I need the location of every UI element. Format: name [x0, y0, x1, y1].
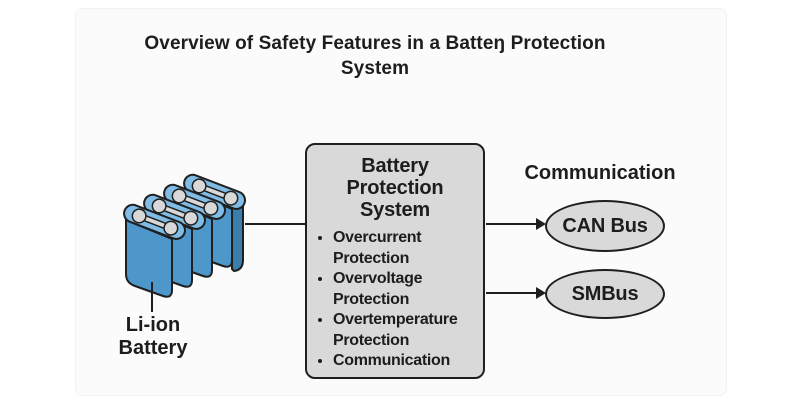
connector-box-to-smbus — [486, 292, 537, 294]
battery-terminal-icon — [183, 210, 199, 226]
battery-cell-end-face — [231, 202, 244, 272]
communication-heading: Communication — [524, 162, 676, 184]
battery-terminal-icon — [203, 200, 219, 216]
battery-cell — [183, 173, 246, 272]
protection-box-title-line2: Protection — [346, 177, 444, 199]
feature-overcurrent: Overcurrent Protection — [333, 228, 479, 269]
battery-terminal-icon — [223, 190, 239, 206]
arrow-head-smbus-icon — [536, 287, 546, 299]
feature-overtemperature: Overtemperature Protection — [333, 310, 479, 351]
battery-cell-side — [125, 219, 173, 298]
page-title-line2: System — [340, 58, 410, 79]
page-title: Overview of Safety Features in a Batteŋ … — [90, 31, 660, 81]
connector-battery-to-box — [245, 223, 306, 225]
battery-terminal-icon — [191, 178, 207, 194]
battery-terminal-icon — [171, 188, 187, 204]
battery-label-line2: Battery — [118, 337, 188, 359]
li-ion-battery-illustration — [123, 173, 246, 312]
can-bus-label: CAN Bus — [562, 214, 648, 237]
page-title-line1: Overview of Safety Features in a Batteŋ … — [144, 33, 606, 54]
battery-terminal-icon — [131, 208, 147, 224]
battery-protection-system-box: Battery Protection System Overcurrent Pr… — [305, 143, 485, 379]
protection-box-title-line3: System — [360, 199, 430, 221]
battery-label: Li-ion Battery — [93, 314, 213, 360]
feature-communication: Communication — [333, 351, 479, 372]
battery-terminal-icon — [163, 220, 179, 236]
protection-box-title: Battery Protection System — [307, 155, 483, 221]
protection-feature-list: Overcurrent Protection Overvoltage Prote… — [307, 228, 483, 372]
feature-overvoltage: Overvoltage Protection — [333, 269, 479, 310]
connector-box-to-can — [486, 223, 537, 225]
smbus-node: SMBus — [545, 269, 665, 319]
battery-cell — [123, 203, 186, 298]
arrow-head-can-icon — [536, 218, 546, 230]
protection-box-title-line1: Battery — [361, 155, 429, 177]
can-bus-node: CAN Bus — [545, 200, 665, 252]
battery-terminal-icon — [151, 198, 167, 214]
smbus-label: SMBus — [571, 282, 639, 305]
battery-label-line1: Li-ion — [125, 314, 181, 336]
